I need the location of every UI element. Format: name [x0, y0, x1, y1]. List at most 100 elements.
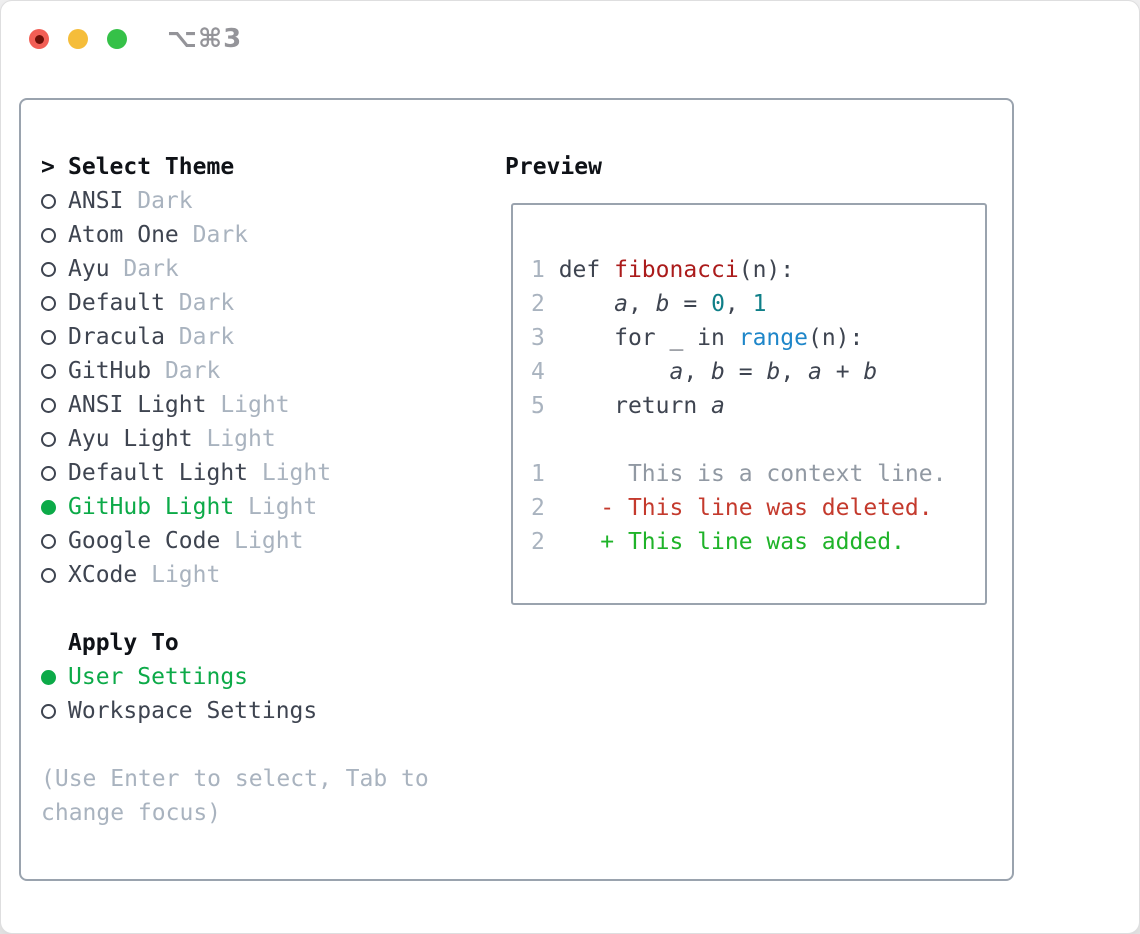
apply-to-header: Apply To: [41, 626, 429, 660]
apply-option-workspace-settings[interactable]: Workspace Settings: [41, 694, 429, 728]
code-token: 1: [531, 461, 628, 487]
close-button[interactable]: [29, 29, 49, 49]
radio-cell: [41, 465, 68, 481]
theme-list-header-label: Select Theme: [68, 154, 235, 180]
theme-option-google-code[interactable]: Google Code Light: [41, 524, 429, 558]
code-token: 2: [531, 291, 615, 317]
code-line: 3 for _ in range(n):: [531, 321, 985, 355]
code-token: =: [669, 291, 712, 317]
theme-name: Atom One: [68, 222, 179, 248]
code-token: range: [738, 325, 808, 351]
code-token: 1: [752, 291, 767, 317]
apply-option-user-settings[interactable]: User Settings: [41, 660, 429, 694]
radio-cell: [41, 499, 68, 515]
theme-option-default-light[interactable]: Default Light Light: [41, 456, 429, 490]
theme-variant: Light: [137, 562, 221, 588]
code-token: ,: [627, 291, 656, 317]
code-line: 1 This is a context line.: [531, 457, 985, 491]
code-token: 0: [711, 291, 725, 317]
radio-unselected-icon: [41, 295, 56, 311]
spacer-row: [41, 592, 429, 626]
radio-cell: [41, 261, 68, 277]
code-token: b: [711, 359, 725, 385]
theme-name: GitHub Light: [68, 494, 235, 520]
code-token: 3: [531, 325, 615, 351]
code-token: 2: [531, 529, 601, 555]
theme-option-github[interactable]: GitHub Dark: [41, 354, 429, 388]
theme-option-xcode[interactable]: XCode Light: [41, 558, 429, 592]
radio-unselected-icon: [41, 227, 56, 243]
radio-cell: [41, 397, 68, 413]
code-token: return: [614, 393, 712, 419]
theme-option-ansi[interactable]: ANSI Dark: [41, 184, 429, 218]
code-line: [531, 423, 985, 457]
radio-unselected-icon: [41, 431, 56, 447]
minimize-button[interactable]: [68, 29, 88, 49]
code-token: a: [669, 359, 684, 385]
apply-option-label: User Settings: [68, 664, 249, 690]
radio-unselected-icon: [41, 703, 56, 719]
theme-list-header: > Select Theme: [41, 150, 429, 184]
theme-name: XCode: [68, 562, 138, 588]
code-token: a: [711, 393, 725, 419]
theme-option-atom-one[interactable]: Atom One Dark: [41, 218, 429, 252]
code-line: 5 return a: [531, 389, 985, 423]
code-token: def: [558, 257, 615, 283]
theme-option-ayu[interactable]: Ayu Dark: [41, 252, 429, 286]
code-token: ,: [683, 359, 712, 385]
code-token: fibonacci: [614, 257, 739, 283]
code-token: ,: [780, 359, 809, 385]
radio-cell: [41, 295, 68, 311]
theme-option-ansi-light[interactable]: ANSI Light Light: [41, 388, 429, 422]
code-token: 2: [531, 495, 601, 521]
theme-option-dracula[interactable]: Dracula Dark: [41, 320, 429, 354]
window-shortcut-label: ⌥⌘3: [167, 24, 243, 54]
hint-text-line: change focus): [41, 800, 222, 826]
code-token: b: [863, 359, 878, 385]
radio-unselected-icon: [41, 397, 56, 413]
radio-unselected-icon: [41, 261, 56, 277]
theme-name: Google Code: [68, 528, 221, 554]
theme-variant: Dark: [164, 324, 235, 350]
traffic-lights: [29, 29, 127, 49]
radio-cell: [41, 703, 68, 719]
radio-cell: [41, 669, 68, 685]
code-token: a: [614, 291, 628, 317]
code-token: b: [766, 359, 781, 385]
code-line: 2 a, b = 0, 1: [531, 287, 985, 321]
radio-unselected-icon: [41, 533, 56, 549]
code-token: +: [821, 359, 864, 385]
theme-variant: Light: [220, 528, 304, 554]
radio-cell: [41, 329, 68, 345]
apply-to-header-label: Apply To: [68, 630, 179, 656]
theme-option-default[interactable]: Default Dark: [41, 286, 429, 320]
code-token: for _ in: [614, 325, 739, 351]
theme-option-github-light[interactable]: GitHub Light Light: [41, 490, 429, 524]
theme-name: Default: [68, 290, 165, 316]
code-token: 5: [531, 393, 615, 419]
theme-name: Ayu Light: [68, 426, 193, 452]
theme-variant: Dark: [123, 188, 193, 214]
close-dot-icon: [34, 34, 44, 44]
radio-cell: [41, 431, 68, 447]
theme-variant: Dark: [109, 256, 179, 282]
title-bar: ⌥⌘3: [1, 1, 1139, 77]
theme-variant: Light: [192, 426, 276, 452]
preview-title: Preview: [505, 154, 602, 180]
theme-option-ayu-light[interactable]: Ayu Light Light: [41, 422, 429, 456]
theme-variant: Dark: [164, 290, 235, 316]
zoom-button[interactable]: [107, 29, 127, 49]
code-token: + This line was added.: [600, 529, 905, 555]
radio-cell: [41, 363, 68, 379]
radio-cell: [41, 193, 68, 209]
code-token: 1: [531, 257, 559, 283]
code-token: This is a context line.: [627, 461, 947, 487]
theme-variant: Light: [234, 494, 318, 520]
radio-cell: [41, 227, 68, 243]
radio-unselected-icon: [41, 567, 56, 583]
selection-cursor-icon: >: [41, 154, 55, 180]
